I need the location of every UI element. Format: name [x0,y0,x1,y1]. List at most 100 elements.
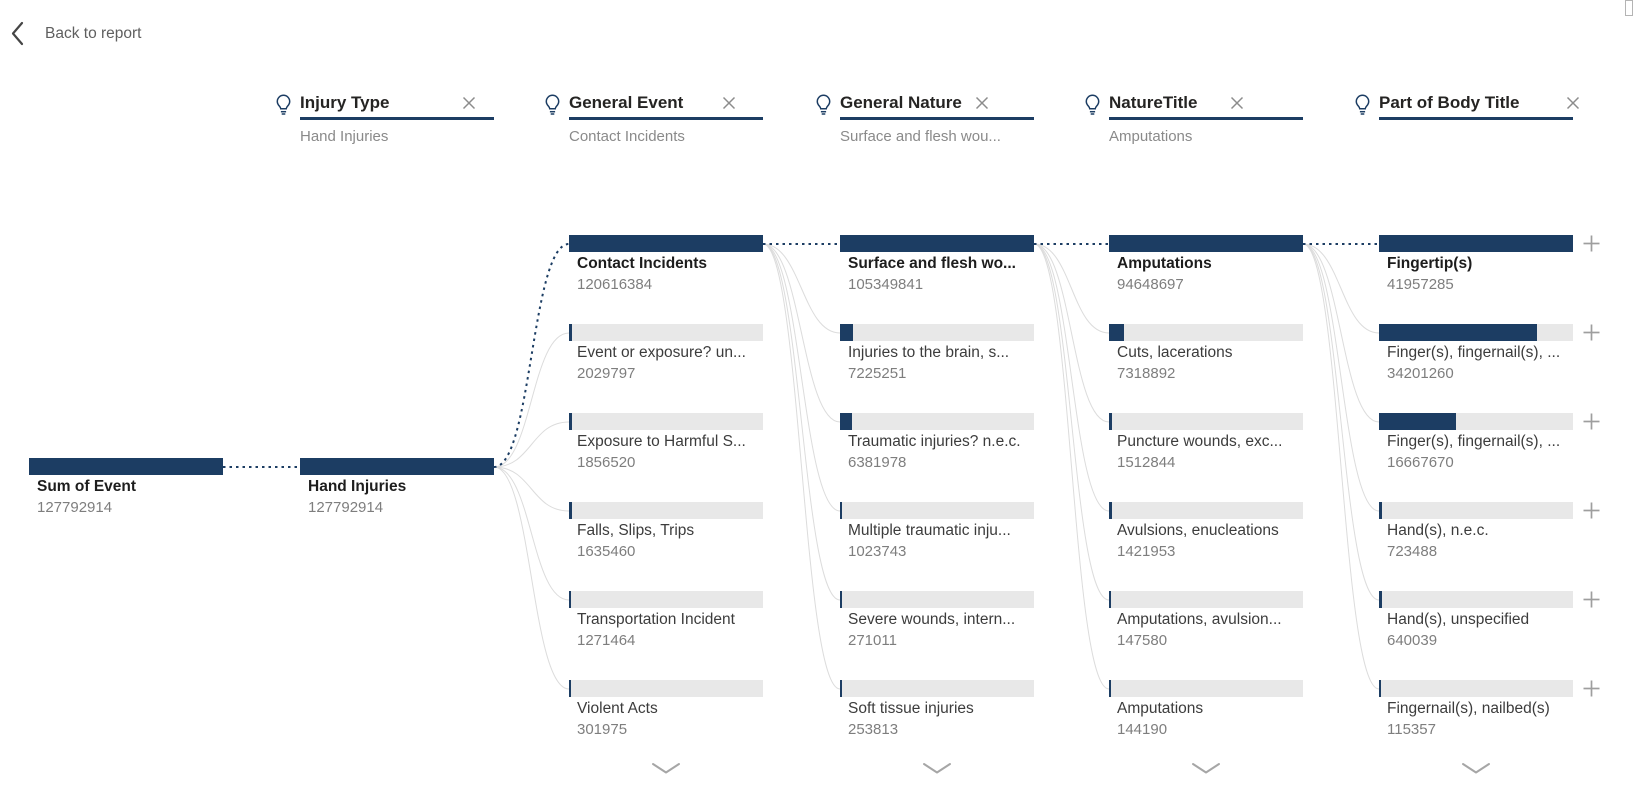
remove-level-close-icon[interactable] [975,96,989,110]
level-title: NatureTitle [1109,93,1198,112]
node-bar-fill [569,591,571,608]
node-label: Amputations, avulsion... [1117,611,1282,628]
remove-level-close-icon[interactable] [462,96,476,110]
lightbulb-icon [275,94,292,116]
tree-node-general-event[interactable]: Transportation Incident 1271464 [569,591,763,651]
node-bar-fill [1379,413,1456,430]
node-bar [569,324,763,341]
scroll-down-chevron-icon[interactable] [651,762,681,775]
scroll-down-chevron-icon[interactable] [922,762,952,775]
scroll-down-chevron-icon[interactable] [1461,762,1491,775]
remove-level-close-icon[interactable] [1230,96,1244,110]
node-value: 94648697 [1117,276,1184,293]
scroll-down-chevron-icon[interactable] [1191,762,1221,775]
node-label: Finger(s), fingernail(s), ... [1387,433,1561,450]
node-label: Avulsions, enucleations [1117,522,1279,539]
node-label: Transportation Incident [577,611,735,628]
node-label: Fingernail(s), nailbed(s) [1387,700,1550,717]
node-bar [29,458,223,475]
node-bar-fill [1379,680,1381,697]
level-title: General Nature [840,93,962,112]
node-bar [840,502,1034,519]
node-value: 301975 [577,721,628,738]
node-bar [1109,413,1303,430]
tree-node-general-nature[interactable]: Severe wounds, intern...271011 [840,591,1034,651]
tree-node-general-nature[interactable]: Surface and flesh wo...105349841 [840,235,1034,295]
tree-node-general-nature[interactable]: Traumatic injuries? n.e.c.6381978 [840,413,1034,473]
back-to-report-button[interactable]: Back to report [8,20,142,47]
node-value: 1271464 [577,632,636,649]
node-bar-fill [840,591,842,608]
node-bar-fill [1109,502,1112,519]
node-bar [1109,324,1303,341]
node-label: Cuts, lacerations [1117,344,1233,361]
node-bar-fill [840,502,842,519]
tree-node-part-of-body-title[interactable]: Fingernail(s), nailbed(s)115357 [1379,680,1573,740]
node-value: 1856520 [577,454,636,471]
node-value: 16667670 [1387,454,1454,471]
tree-node-part-of-body-title[interactable]: Hand(s), n.e.c.723488 [1379,502,1573,562]
remove-level-close-icon[interactable] [722,96,736,110]
node-label: Event or exposure? un... [577,344,746,361]
tree-node-general-event[interactable]: Exposure to Harmful S... 1856520 [569,413,763,473]
node-value: 1421953 [1117,543,1176,560]
node-bar-fill [1109,680,1111,697]
lightbulb-icon [815,94,832,116]
node-label: Exposure to Harmful S... [577,433,746,450]
expand-plus-icon[interactable] [1583,235,1600,252]
node-value: 127792914 [37,499,113,516]
node-bar [1379,324,1573,341]
node-label: Multiple traumatic inju... [848,522,1011,539]
remove-level-close-icon[interactable] [1566,96,1580,110]
tree-node-general-event[interactable]: Event or exposure? un...2029797 [569,324,763,384]
node-bar [300,458,494,475]
node-label: Soft tissue injuries [848,700,974,717]
tree-node-part-of-body-title[interactable]: Fingertip(s)41957285 [1379,235,1573,295]
node-bar [840,235,1034,252]
node-value: 105349841 [848,276,924,293]
tree-node-naturetitle[interactable]: Amputations, avulsion... 147580 [1109,591,1303,651]
back-chevron-icon [8,20,27,47]
level-underline [569,117,763,120]
node-bar-fill [1109,324,1124,341]
tree-node-part-of-body-title[interactable]: Finger(s), fingernail(s), ... 16667670 [1379,413,1573,473]
node-label: Fingertip(s) [1387,255,1473,272]
tree-node-naturetitle[interactable]: Puncture wounds, exc...1512844 [1109,413,1303,473]
node-bar [840,324,1034,341]
node-bar-fill [840,324,853,341]
node-bar-fill [1379,591,1382,608]
node-bar-fill [1109,235,1303,252]
level-selected-value: Amputations [1109,128,1193,145]
vertical-scrollbar-thumb[interactable] [1625,0,1633,16]
node-bar-fill [1379,324,1537,341]
tree-node-part-of-body-title[interactable]: Finger(s), fingernail(s), ...34201260 [1379,324,1573,384]
expand-plus-icon[interactable] [1583,502,1600,519]
node-value: 147580 [1117,632,1168,649]
node-bar-fill [569,235,763,252]
tree-node-naturetitle[interactable]: Avulsions, enucleations 1421953 [1109,502,1303,562]
node-bar [569,502,763,519]
node-bar-fill [1109,591,1111,608]
node-label: Violent Acts [577,700,658,717]
expand-plus-icon[interactable] [1583,591,1600,608]
level-selected-value: Surface and flesh wou... [840,128,1001,145]
node-bar [840,591,1034,608]
node-bar [1379,502,1573,519]
node-label: Traumatic injuries? n.e.c. [848,433,1021,450]
tree-node-general-nature[interactable]: Injuries to the brain, s...7225251 [840,324,1034,384]
tree-node-general-event[interactable]: Violent Acts 301975 [569,680,763,740]
tree-node-general-nature[interactable]: Multiple traumatic inju...1023743 [840,502,1034,562]
expand-plus-icon[interactable] [1583,324,1600,341]
expand-plus-icon[interactable] [1583,680,1600,697]
expand-plus-icon[interactable] [1583,413,1600,430]
node-label: Severe wounds, intern... [848,611,1016,628]
